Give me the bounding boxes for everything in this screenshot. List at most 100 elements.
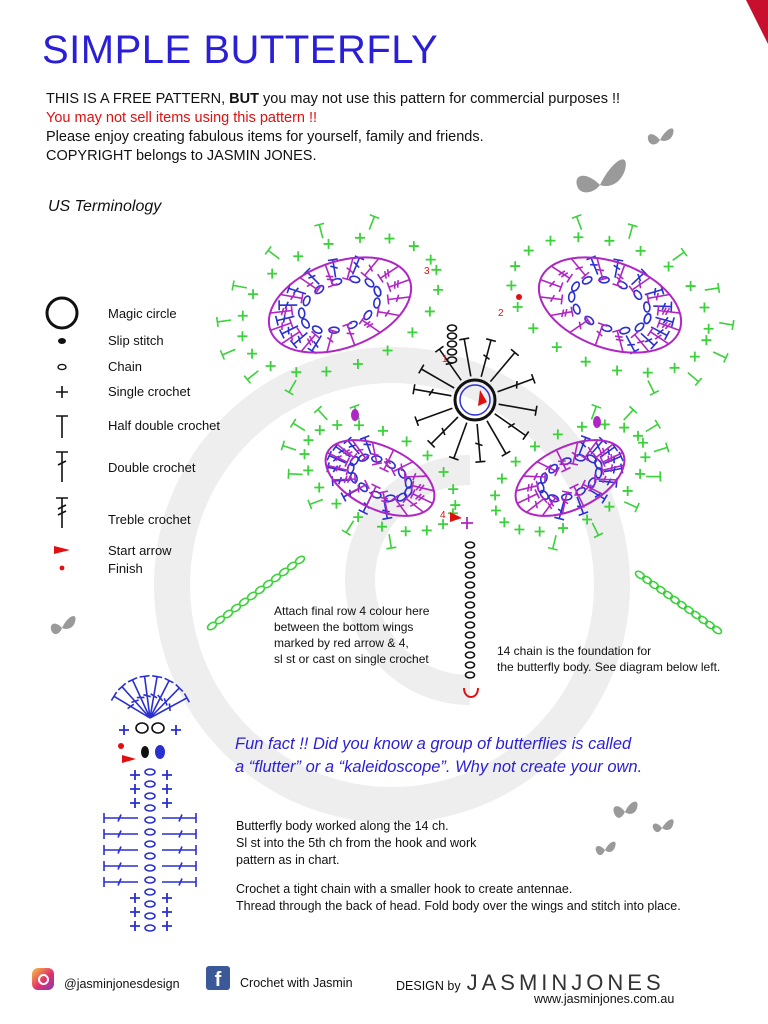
butterfly-body-chart bbox=[104, 676, 196, 931]
single-crochet-stitch bbox=[162, 784, 172, 794]
chain-stitch bbox=[466, 602, 475, 608]
single-crochet-stitch bbox=[324, 239, 334, 249]
fun-fact-line: a “flutter” or a “kaleidoscope”. Why not… bbox=[235, 756, 642, 779]
single-crochet-stitch bbox=[497, 474, 507, 484]
single-crochet-stitch bbox=[558, 523, 568, 533]
single-crochet-stitch bbox=[577, 422, 587, 432]
hdc-stitch bbox=[308, 500, 323, 510]
dc-stitch bbox=[162, 861, 196, 871]
tr-stitch bbox=[333, 474, 355, 484]
single-crochet-stitch bbox=[425, 306, 435, 316]
legend-label: Half double crochet bbox=[108, 418, 220, 433]
facebook-page-link[interactable]: Crochet with Jasmin bbox=[240, 976, 353, 990]
slip-stitch bbox=[141, 746, 149, 758]
dc-stitch bbox=[428, 417, 458, 447]
dc-stitch bbox=[162, 813, 196, 823]
hdc-stitch bbox=[487, 421, 510, 456]
chain-stitch bbox=[570, 281, 581, 293]
chain-stitch bbox=[466, 552, 475, 558]
single-crochet-stitch bbox=[513, 302, 523, 312]
chain-stitch bbox=[466, 612, 475, 618]
hdc-stitch bbox=[314, 223, 324, 238]
single-crochet-stitch bbox=[130, 798, 140, 808]
website-link[interactable]: www.jasminjones.com.au bbox=[534, 992, 674, 1006]
single-crochet-stitch bbox=[704, 324, 714, 334]
single-crochet-stitch bbox=[266, 361, 276, 371]
chain-stitch bbox=[145, 889, 155, 895]
hdc-stitch bbox=[314, 406, 327, 420]
single-crochet-stitch bbox=[402, 436, 412, 446]
dc-stitch bbox=[377, 307, 400, 317]
hdc-stitch bbox=[449, 423, 467, 460]
single-crochet-stitch bbox=[293, 251, 303, 261]
single-crochet-stitch bbox=[354, 420, 364, 430]
single-crochet-stitch bbox=[552, 342, 562, 352]
fun-fact: Fun fact !! Did you know a group of butt… bbox=[235, 733, 642, 779]
legend-label: Start arrow bbox=[108, 543, 172, 558]
chain-stitch bbox=[373, 286, 382, 297]
chain-stitch bbox=[632, 289, 643, 301]
round-marker: 4 bbox=[440, 510, 446, 521]
single-crochet-stitch bbox=[664, 262, 674, 272]
dc-stitch bbox=[104, 829, 138, 839]
chain-stitch bbox=[302, 295, 311, 307]
single-crochet-stitch bbox=[638, 438, 648, 448]
dc-stitch bbox=[104, 861, 138, 871]
chain-stitch bbox=[349, 275, 360, 283]
hdc-stitch bbox=[654, 443, 669, 453]
chain-stitch bbox=[448, 341, 457, 347]
dc-stitch bbox=[540, 295, 562, 305]
single-crochet-stitch bbox=[690, 352, 700, 362]
single-crochet-stitch bbox=[633, 431, 643, 441]
dc-stitch bbox=[280, 293, 303, 303]
single-crochet-stitch bbox=[303, 465, 313, 475]
fun-fact-line: Fun fact !! Did you know a group of butt… bbox=[235, 733, 642, 756]
single-crochet-stitch bbox=[378, 426, 388, 436]
body-note-line: Crochet a tight chain with a smaller hoo… bbox=[236, 881, 681, 898]
dc-stitch bbox=[540, 280, 562, 292]
magic-circle-icon bbox=[40, 296, 84, 330]
chain-stitch bbox=[206, 621, 218, 632]
round-marker: 3 bbox=[424, 266, 430, 277]
chain-stitch bbox=[145, 913, 155, 919]
chain-stitch bbox=[634, 570, 646, 581]
chain-stitch bbox=[145, 769, 155, 775]
hdc-stitch bbox=[415, 408, 452, 426]
single-crochet-stitch bbox=[315, 425, 325, 435]
dc-stitch bbox=[300, 278, 321, 295]
single-crochet-stitch bbox=[636, 246, 646, 256]
single-crochet-stitch bbox=[119, 725, 129, 735]
single-crochet-stitch bbox=[640, 452, 650, 462]
round-3-outline bbox=[526, 239, 695, 371]
single-crochet-stitch bbox=[422, 525, 432, 535]
single-crochet-stitch bbox=[670, 363, 680, 373]
chain-stitch bbox=[152, 723, 164, 733]
facebook-icon[interactable]: f bbox=[206, 966, 230, 990]
hdc-stitch bbox=[288, 469, 302, 479]
chain-stitch bbox=[643, 313, 652, 324]
single-crochet-stitch bbox=[491, 505, 501, 515]
chain-stitch bbox=[145, 901, 155, 907]
chain-stitch bbox=[466, 622, 475, 628]
chain-stitch bbox=[669, 595, 681, 606]
body-note-line: Sl st into the 5th ch from the hook and … bbox=[236, 835, 681, 852]
hdc-stitch bbox=[628, 224, 638, 239]
body-note-line: Butterfly body worked along the 14 ch. bbox=[236, 818, 681, 835]
chain-stitch bbox=[466, 632, 475, 638]
single-crochet-stitch bbox=[401, 526, 411, 536]
dc-stitch bbox=[279, 300, 297, 310]
hdc-stitch bbox=[673, 248, 687, 260]
hdc-stitch bbox=[265, 246, 279, 259]
hdc-stitch bbox=[624, 406, 637, 420]
single-crochet-stitch bbox=[355, 233, 365, 243]
tr-stitch bbox=[301, 331, 319, 351]
single-crochet-stitch bbox=[331, 499, 341, 509]
round-marker: 1 bbox=[442, 354, 448, 365]
single-crochet-stitch bbox=[300, 449, 310, 459]
single-crochet-stitch bbox=[267, 269, 277, 279]
hdc-stitch bbox=[232, 281, 247, 291]
chain-stitch bbox=[697, 615, 709, 626]
instagram-icon[interactable] bbox=[32, 968, 54, 990]
instagram-handle[interactable]: @jasminjonesdesign bbox=[64, 977, 180, 991]
single-crochet-stitch bbox=[130, 770, 140, 780]
